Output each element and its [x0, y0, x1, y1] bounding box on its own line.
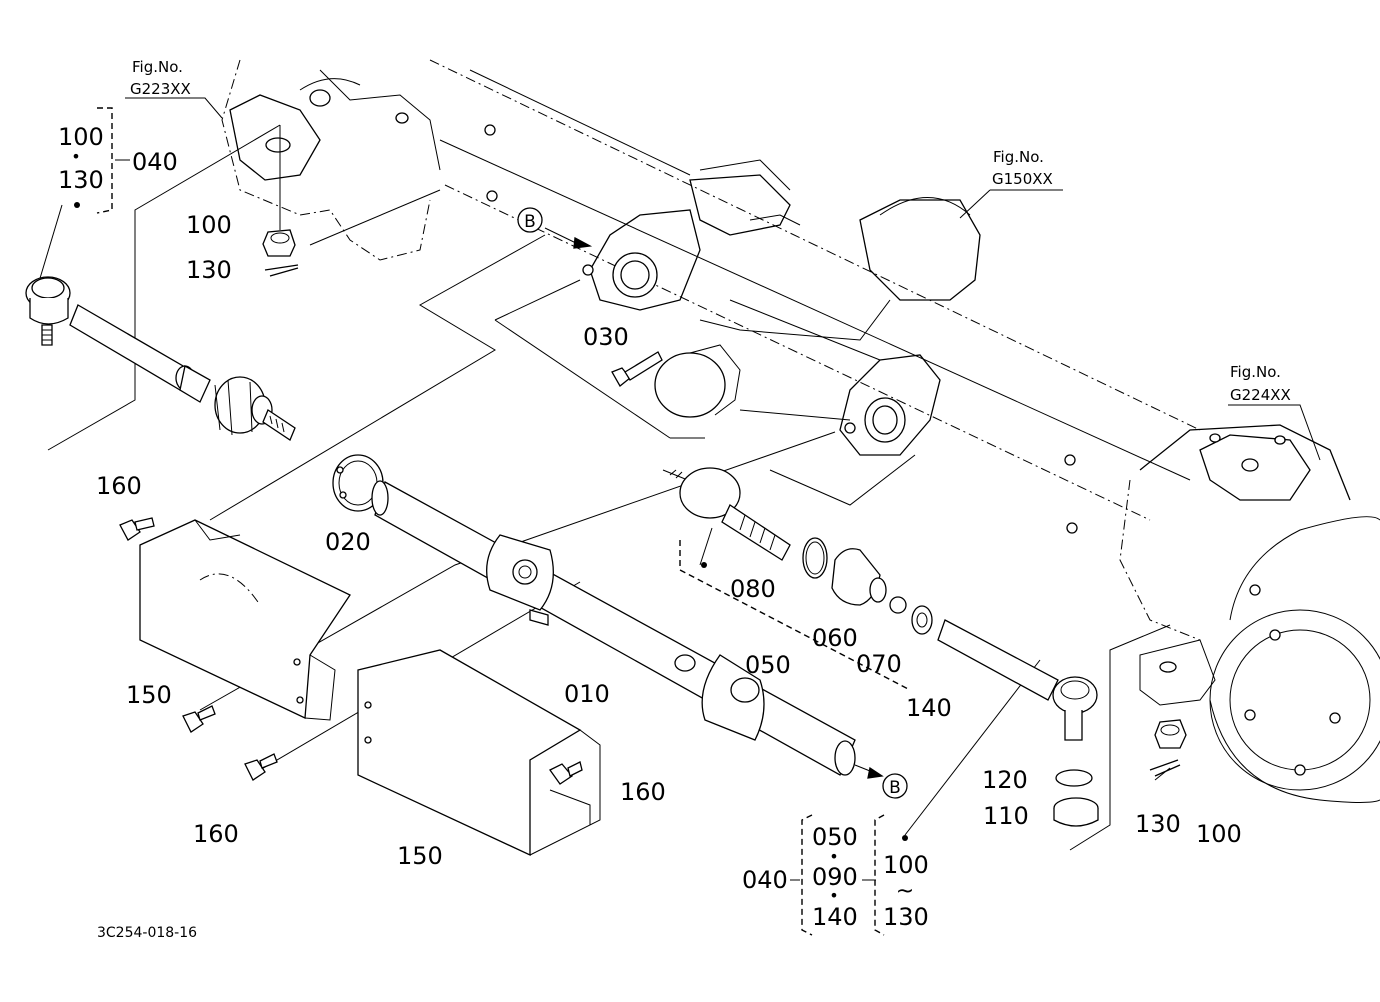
part-number-label: 160	[96, 472, 142, 500]
part-number-label: 150	[397, 842, 443, 870]
part-number-label: 040	[132, 148, 178, 176]
axle-housing-outline	[221, 59, 1380, 803]
group-brackets	[96, 107, 911, 936]
range-separator: •	[829, 886, 838, 905]
part-number-label: 050	[812, 823, 858, 851]
fig-ref-label-g223: Fig.No.	[132, 58, 183, 76]
part-number-label: 090	[812, 863, 858, 891]
part-number-label: 140	[906, 694, 952, 722]
fig-ref-code-g223: G223XX	[130, 80, 191, 98]
part-number-label: 100	[186, 211, 232, 239]
part-number-label: 060	[812, 624, 858, 652]
part-number-label: 160	[620, 778, 666, 806]
part-number-label: 070	[856, 650, 902, 678]
tie-rod-left-assembly	[25, 276, 296, 441]
part-number-label: 120	[982, 766, 1028, 794]
part-number-label: 100	[1196, 820, 1242, 848]
range-separator: •	[71, 147, 80, 166]
part-number-label: 130	[186, 256, 232, 284]
part-number-label: 100	[58, 123, 104, 151]
snap-ring-020	[332, 454, 384, 512]
reference-dots	[74, 202, 908, 841]
cover-150-left	[139, 519, 351, 721]
part-number-label: 150	[126, 681, 172, 709]
part-number-label: 140	[812, 903, 858, 931]
range-separator: •	[829, 847, 838, 866]
part-number-label: 040	[742, 866, 788, 894]
tie-rod-end-050	[662, 467, 1099, 827]
fig-ref-code-g150: G150XX	[992, 170, 1053, 188]
part-number-label: 010	[564, 680, 610, 708]
callout-b-bottom: B	[882, 773, 908, 799]
part-number-label: 130	[58, 166, 104, 194]
callout-b-top: B	[517, 207, 543, 233]
fig-ref-code-g224: G224XX	[1230, 386, 1291, 404]
part-number-label: 160	[193, 820, 239, 848]
part-number-label: 030	[583, 323, 629, 351]
part-number-label: 110	[983, 802, 1029, 830]
part-number-label: 050	[745, 651, 791, 679]
hardware	[119, 229, 1187, 785]
part-number-label: 100	[883, 851, 929, 879]
callout-b-label: B	[524, 212, 536, 232]
steering-cylinder-010	[371, 480, 856, 776]
part-number-label: 130	[883, 903, 929, 931]
part-number-label: 130	[1135, 810, 1181, 838]
fig-ref-label-g224: Fig.No.	[1230, 363, 1281, 381]
fig-ref-label-g150: Fig.No.	[993, 148, 1044, 166]
part-number-label: 080	[730, 575, 776, 603]
part-number-label: 020	[325, 528, 371, 556]
range-tilde: ~	[896, 879, 914, 904]
callout-b-label: B	[889, 778, 901, 798]
cover-150-bottom	[357, 649, 601, 857]
drawing-code: 3C254-018-16	[97, 925, 197, 941]
